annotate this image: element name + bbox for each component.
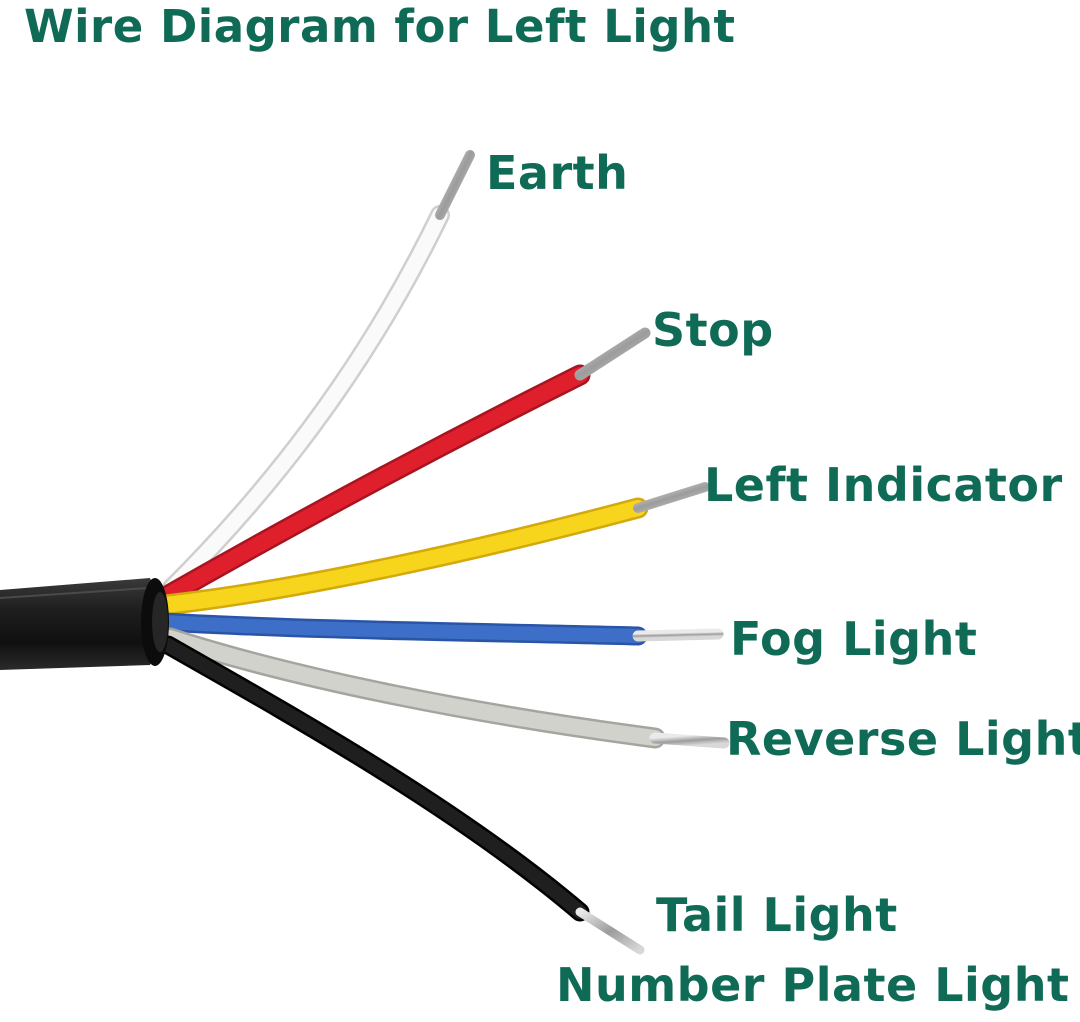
reverse-light-label: Reverse Light [726, 712, 1080, 766]
stop-wire [149, 327, 651, 611]
left-indicator-wire [154, 482, 710, 616]
left-indicator-wire-tip [633, 482, 710, 513]
number-plate-light-label: Number Plate Light [556, 958, 1070, 1012]
left-indicator-label: Left Indicator [704, 458, 1063, 512]
fog-light-wire-tip [632, 628, 724, 642]
reverse-light-wire [159, 627, 730, 749]
fog-light-wire [155, 612, 724, 646]
earth-label: Earth [486, 146, 629, 200]
reverse-light-wire-tip [649, 732, 730, 749]
stop-label: Stop [652, 303, 774, 357]
earth-wire [162, 150, 475, 598]
page-title: Wire Diagram for Left Light [24, 0, 736, 53]
stop-wire-tip [574, 327, 651, 381]
tail-light-label: Tail Light [656, 888, 898, 942]
fog-light-label: Fog Light [730, 612, 978, 666]
cable-sheath [0, 578, 169, 670]
tail-light-wire [158, 635, 645, 955]
tail-light-wire-tip [575, 907, 645, 955]
earth-wire-tip [435, 150, 475, 220]
